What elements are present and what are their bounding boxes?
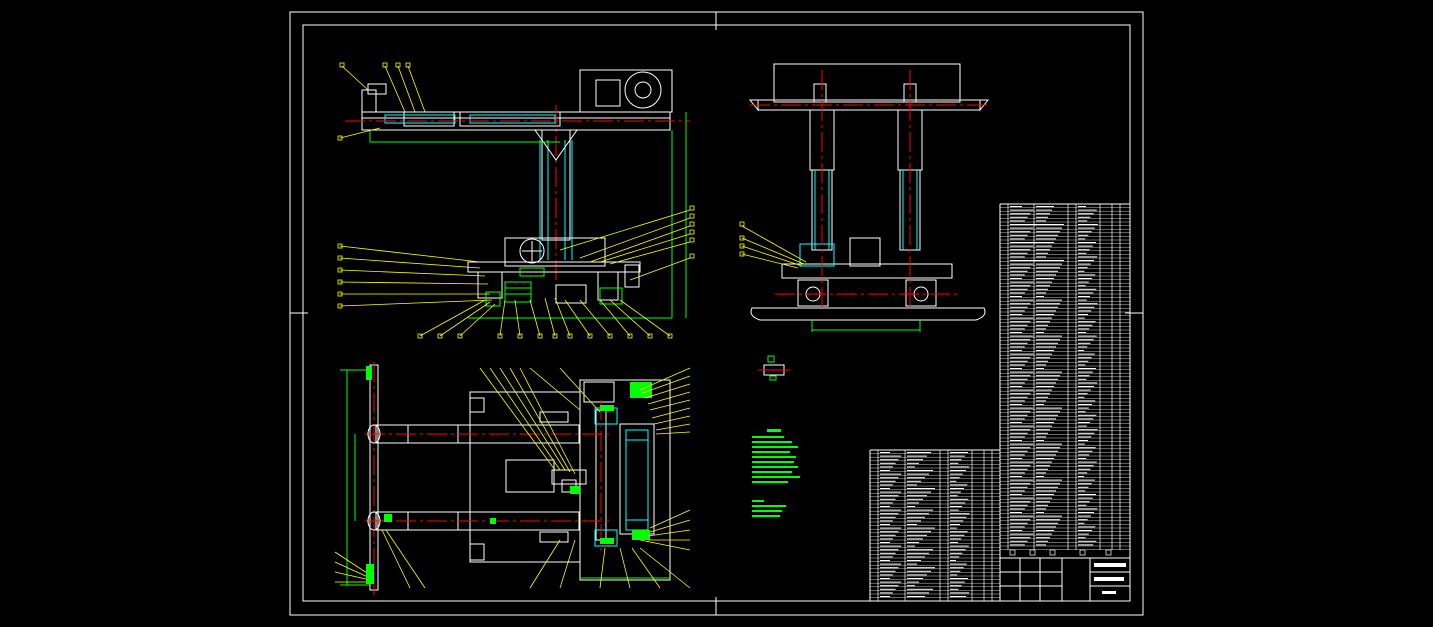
parts-list <box>869 203 1131 601</box>
plan-view <box>334 362 691 595</box>
side-view <box>739 63 990 332</box>
notes-block <box>752 429 800 517</box>
title-block <box>999 557 1131 602</box>
detail-symbol <box>758 355 790 381</box>
front-view <box>337 62 695 339</box>
